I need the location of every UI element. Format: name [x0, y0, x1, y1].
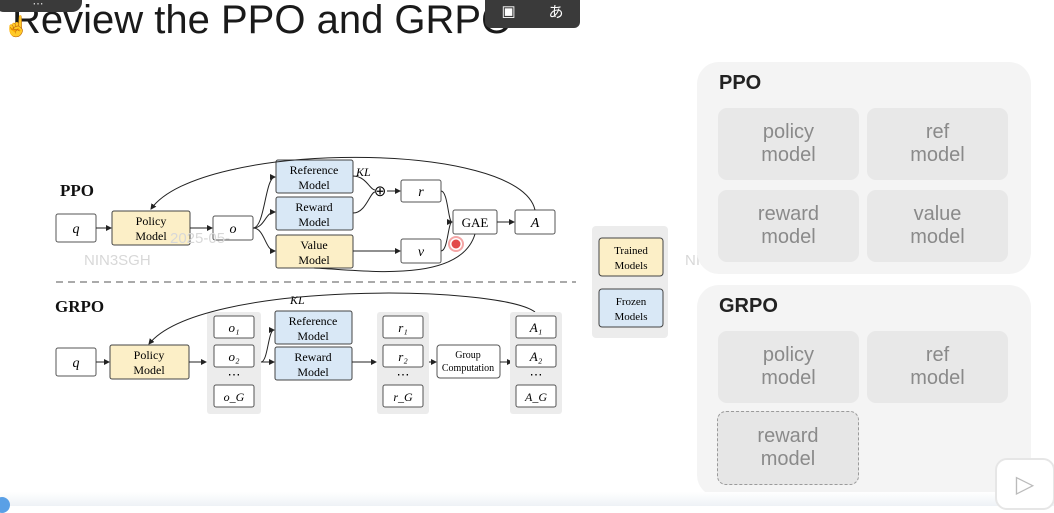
legend-trained-l2: Models	[615, 260, 648, 272]
ppo-q: q	[73, 222, 80, 237]
slide-title: Review the PPO and GRPO	[12, 0, 513, 42]
grpo-A-dots: ⋯	[530, 367, 543, 382]
grpo-section-label: GRPO	[55, 297, 104, 316]
grpo-AG: A_G	[524, 390, 547, 404]
ppo-reward-model-l1: Reward	[295, 200, 332, 214]
ppo-ref-model-l1: Reference	[290, 163, 339, 177]
grpo-r1: r₁	[398, 320, 408, 335]
ppo-ref-model-l2: Model	[298, 178, 330, 192]
grpo-r2: r₂	[398, 349, 408, 364]
ppo-panel-title: PPO	[719, 72, 762, 94]
legend-trained-l1: Trained	[614, 245, 648, 257]
mouse-cursor-icon: ☝	[4, 16, 29, 38]
ppo-r: r	[418, 185, 424, 200]
ppo-card-value-model[interactable]: value model	[867, 190, 1008, 262]
grpo-oG: o_G	[224, 390, 245, 404]
grpo-policy-model-l2: Model	[133, 363, 165, 377]
grpo-kl: KL	[289, 293, 305, 307]
grpo-card-reward-model[interactable]: reward model	[717, 411, 859, 485]
play-button[interactable]: ▷	[995, 458, 1054, 510]
grpo-reward-model-l1: Reward	[294, 350, 331, 364]
ppo-panel: PPO policy model ref model reward model …	[697, 62, 1031, 274]
grpo-ref-model-l2: Model	[297, 329, 329, 343]
grpo-r-dots: ⋯	[397, 367, 410, 382]
ppo-oplus: ⊕	[374, 184, 387, 200]
grpo-A1: A₁	[529, 320, 542, 335]
watermark-text: 2025-05-	[170, 230, 231, 247]
ppo-value-model-l1: Value	[300, 238, 327, 252]
ppo-o: o	[230, 222, 237, 237]
ppo-kl: KL	[355, 165, 371, 179]
ppo-grpo-diagram: PPO q Policy Model o Reference Model Rew…	[55, 156, 668, 414]
ppo-section-label: PPO	[60, 181, 94, 200]
ppo-reward-model-l2: Model	[298, 215, 330, 229]
watermark-text: NIN3SGH	[84, 252, 151, 269]
grpo-o1: o₁	[228, 320, 239, 335]
ppo-card-ref-model[interactable]: ref model	[867, 108, 1008, 180]
legend-frozen-l2: Models	[615, 311, 648, 323]
grpo-reward-model-l2: Model	[297, 365, 329, 379]
grpo-o-dots: ⋯	[228, 367, 241, 382]
grpo-policy-model-l1: Policy	[134, 348, 165, 362]
grpo-card-policy-model[interactable]: policy model	[718, 331, 859, 403]
grpo-card-ref-model[interactable]: ref model	[867, 331, 1008, 403]
legend-frozen-l1: Frozen	[616, 296, 647, 308]
ppo-gae: GAE	[462, 215, 489, 230]
floating-toolbar: ▣ あ	[485, 0, 580, 28]
group-computation-l2: Computation	[442, 363, 494, 374]
ppo-card-reward-model[interactable]: reward model	[718, 190, 859, 262]
laser-pointer	[451, 239, 461, 249]
grpo-o2: o₂	[228, 349, 240, 364]
grpo-rG: r_G	[393, 390, 413, 404]
progress-indicator[interactable]	[0, 497, 10, 513]
ppo-v: v	[418, 245, 425, 260]
ppo-value-model-l2: Model	[298, 253, 330, 267]
translate-button[interactable]: あ	[548, 3, 564, 21]
play-icon: ▷	[1015, 470, 1035, 498]
grpo-ref-model-l1: Reference	[289, 314, 338, 328]
grpo-q: q	[73, 356, 80, 371]
grpo-panel-title: GRPO	[719, 295, 778, 317]
grpo-panel: GRPO policy model ref model reward model	[697, 285, 1031, 497]
bottom-progress-bar	[0, 492, 1054, 506]
ppo-card-policy-model[interactable]: policy model	[718, 108, 859, 180]
copy-icon[interactable]: ▣	[501, 3, 516, 20]
ppo-policy-model-l2: Model	[135, 229, 167, 243]
top-left-badge[interactable]: ⋯	[0, 0, 82, 12]
ppo-A: A	[530, 216, 540, 231]
group-computation-l1: Group	[455, 350, 481, 361]
ppo-policy-model-l1: Policy	[136, 214, 167, 228]
grpo-A2: A₂	[529, 349, 543, 364]
